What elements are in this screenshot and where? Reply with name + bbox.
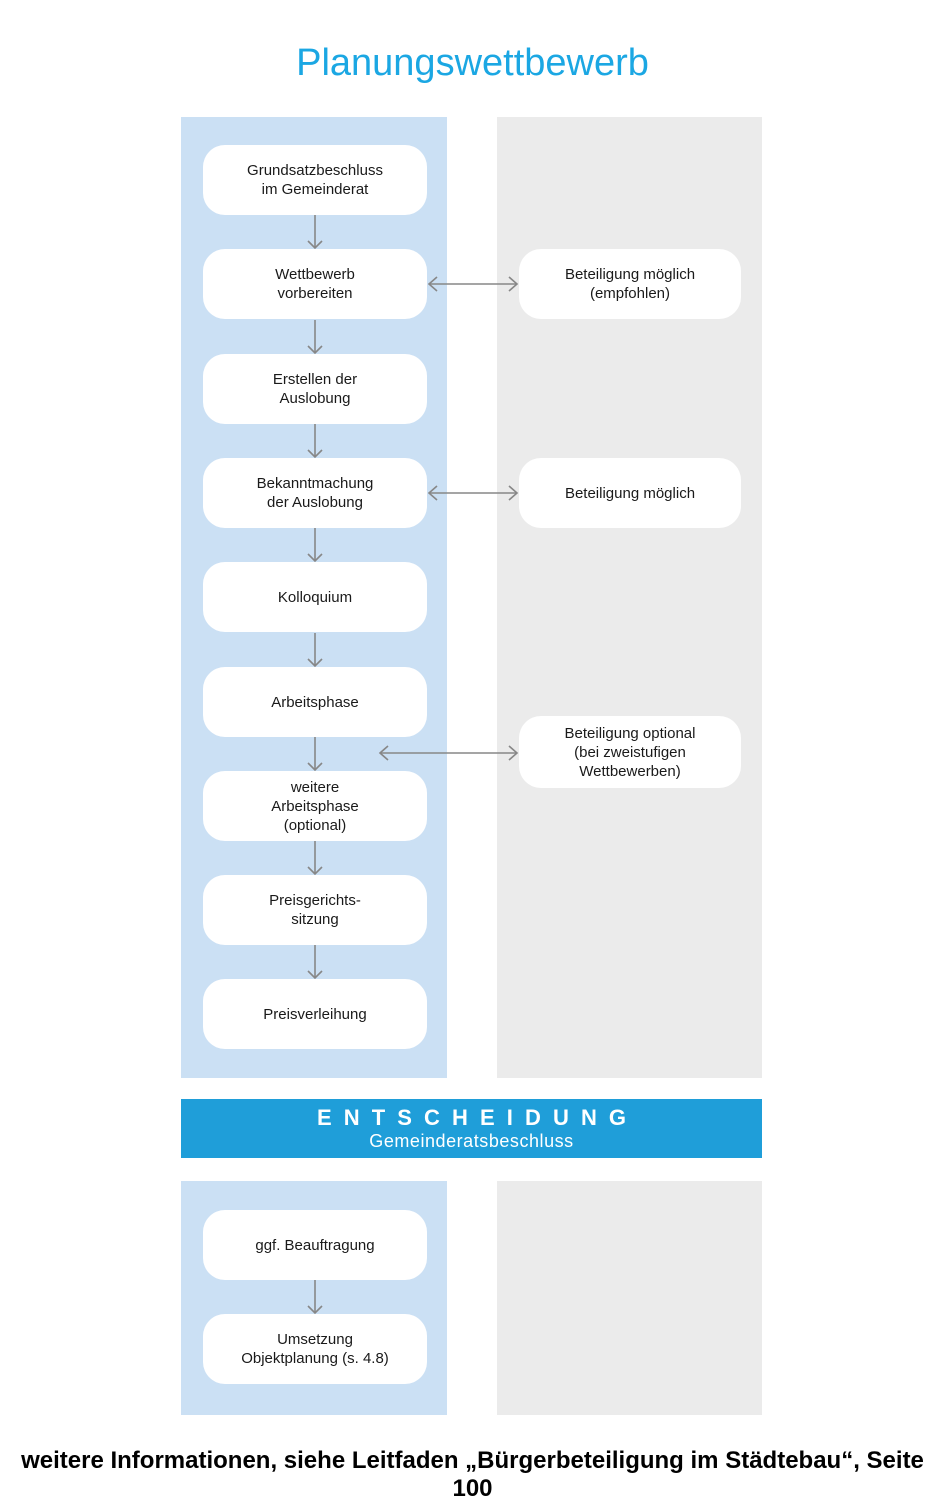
- step-label: Erstellen der Auslobung: [272, 371, 358, 407]
- step-umsetzung-objektplanung: Umsetzung Objektplanung (s. 4.8): [203, 1314, 427, 1384]
- arrow-down-icon: [307, 945, 323, 979]
- step-label: Arbeitsphase: [271, 693, 359, 711]
- step-preisverleihung: Preisverleihung: [203, 979, 427, 1049]
- step-label: Grundsatzbeschluss im Gemeinderat: [247, 162, 383, 198]
- decision-banner: ENTSCHEIDUNG Gemeinderatsbeschluss: [181, 1099, 762, 1158]
- arrow-down-icon: [307, 737, 323, 771]
- arrow-down-icon: [307, 215, 323, 249]
- footer-note: weitere Informationen, siehe Leitfaden „…: [21, 1447, 924, 1502]
- step-wettbewerb-vorbereiten: Wettbewerb vorbereiten: [203, 249, 427, 319]
- arrow-down-icon: [307, 424, 323, 458]
- post-participation-panel: [497, 1181, 762, 1415]
- step-label: Umsetzung Objektplanung (s. 4.8): [241, 1331, 389, 1367]
- participation-moeglich-empfohlen: Beteiligung möglich (empfohlen): [519, 249, 741, 319]
- step-grundsatzbeschluss: Grundsatzbeschluss im Gemeinderat: [203, 145, 427, 215]
- page-title: Planungswettbewerb: [296, 42, 649, 84]
- step-beauftragung: ggf. Beauftragung: [203, 1210, 427, 1280]
- step-label: Bekanntmachung der Auslobung: [256, 475, 374, 511]
- arrow-down-icon: [307, 841, 323, 875]
- participation-label: Beteiligung möglich (empfohlen): [564, 266, 696, 302]
- step-weitere-arbeitsphase: weitere Arbeitsphase (optional): [203, 771, 427, 841]
- step-preisgerichtssitzung: Preisgerichts- sitzung: [203, 875, 427, 945]
- double-arrow-icon: [427, 276, 519, 292]
- arrow-down-icon: [307, 320, 323, 354]
- step-label: ggf. Beauftragung: [255, 1236, 375, 1254]
- arrow-down-icon: [307, 528, 323, 562]
- double-arrow-icon: [378, 745, 519, 761]
- step-label: Wettbewerb vorbereiten: [275, 266, 355, 302]
- double-arrow-icon: [427, 485, 519, 501]
- decision-subtitle: Gemeinderatsbeschluss: [369, 1131, 574, 1151]
- step-kolloquium: Kolloquium: [203, 562, 427, 632]
- step-label: Preisverleihung: [263, 1005, 367, 1023]
- participation-moeglich: Beteiligung möglich: [519, 458, 741, 528]
- arrow-down-icon: [307, 633, 323, 667]
- step-erstellen-der-auslobung: Erstellen der Auslobung: [203, 354, 427, 424]
- step-arbeitsphase: Arbeitsphase: [203, 667, 427, 737]
- step-label: Kolloquium: [277, 588, 353, 606]
- step-label: weitere Arbeitsphase (optional): [271, 778, 359, 834]
- participation-label: Beteiligung möglich: [564, 484, 696, 502]
- participation-label: Beteiligung optional (bei zweistufigen W…: [564, 724, 696, 780]
- decision-title: ENTSCHEIDUNG: [316, 1105, 639, 1130]
- step-bekanntmachung: Bekanntmachung der Auslobung: [203, 458, 427, 528]
- arrow-down-icon: [307, 1280, 323, 1314]
- step-label: Preisgerichts- sitzung: [269, 892, 361, 928]
- participation-optional: Beteiligung optional (bei zweistufigen W…: [519, 716, 741, 788]
